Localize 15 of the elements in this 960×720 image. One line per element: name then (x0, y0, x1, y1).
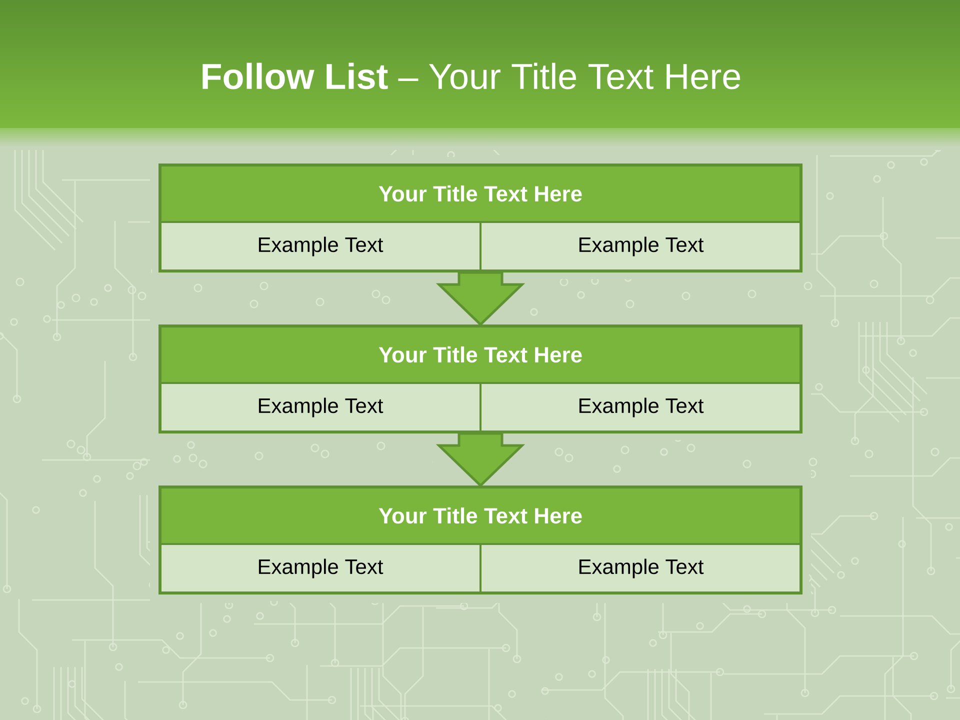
title-bar: Your Title Text Here (159, 164, 802, 223)
text-cell: Example Text (480, 382, 802, 433)
step-panel (158, 324, 803, 434)
text-cell: Example Text (480, 221, 802, 272)
slide-title: Follow List – Your Title Text Here (202, 62, 740, 90)
text-cell: Example Text (480, 543, 802, 594)
block-arrow (436, 271, 526, 326)
text-cell: Example Text (159, 382, 482, 433)
title-bar: Your Title Text Here (159, 486, 802, 545)
step-panel (158, 486, 803, 594)
title-bar: Your Title Text Here (159, 325, 802, 384)
text-cell: Example Text (159, 543, 482, 594)
text-cell: Example Text (159, 221, 482, 272)
block-arrow (436, 432, 526, 488)
step-panel (158, 164, 803, 272)
